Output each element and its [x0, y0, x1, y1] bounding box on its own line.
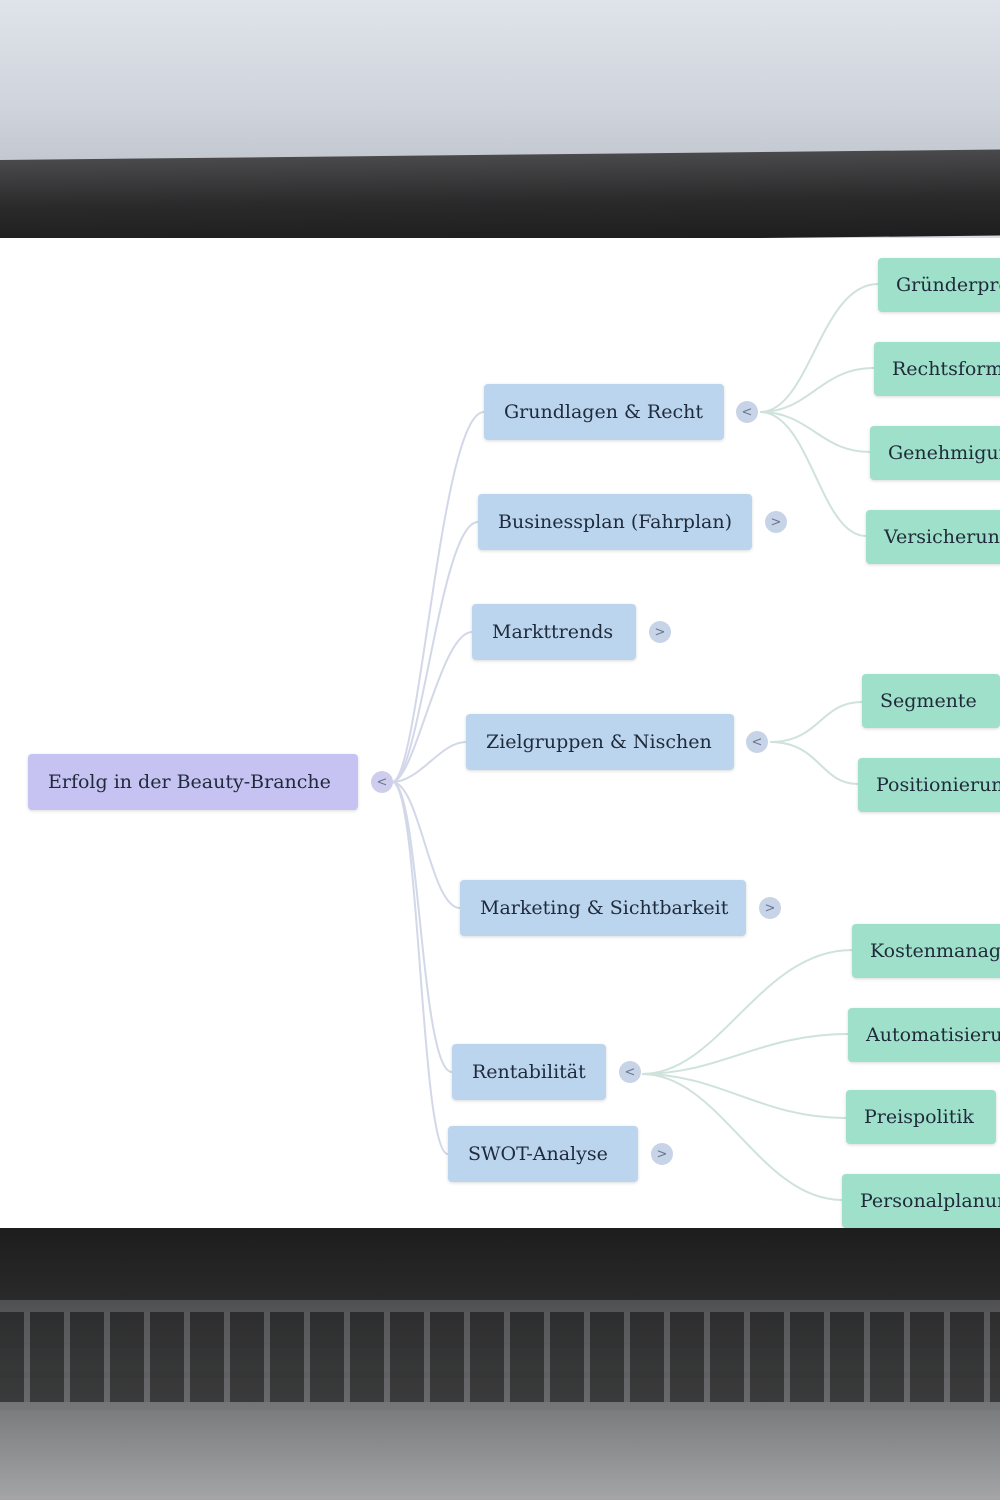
leaf-node[interactable]: Rechtsform	[874, 342, 1000, 396]
link-rent-personal	[641, 1073, 843, 1201]
link-rent-kosten	[641, 949, 853, 1075]
leaf-node-label: Positionierung	[876, 774, 1000, 796]
branch-node-grundlagen[interactable]: Grundlagen & Recht	[484, 384, 724, 440]
link-root-swot	[391, 781, 449, 1155]
laptop-top-bezel	[0, 149, 1000, 246]
branch-toggle-markttrends[interactable]: >	[649, 621, 671, 643]
leaf-node[interactable]: Kostenmanage	[852, 924, 1000, 978]
link-rent-automatisierung	[641, 1033, 849, 1075]
leaf-node-label: Automatisierun	[866, 1024, 1000, 1046]
leaf-node[interactable]: Preispolitik	[846, 1090, 996, 1144]
branch-node-label: SWOT-Analyse	[468, 1143, 608, 1165]
leaf-node-label: Personalplanun	[860, 1190, 1000, 1212]
branch-toggle-zielgruppen[interactable]: <	[746, 731, 768, 753]
branch-node-label: Markttrends	[492, 621, 614, 643]
laptop-palm-rest	[0, 1410, 1000, 1500]
branch-toggle-rentabilitaet[interactable]: <	[619, 1061, 641, 1083]
branch-node-label: Grundlagen & Recht	[504, 401, 703, 423]
branch-node-label: Rentabilität	[472, 1061, 586, 1083]
link-grundlagen-genehmigung	[759, 411, 871, 453]
branch-toggle-grundlagen[interactable]: <	[736, 401, 758, 423]
leaf-node-label: Versicherung	[884, 526, 1000, 548]
branch-node-rentabilitaet[interactable]: Rentabilität	[452, 1044, 606, 1100]
keyboard-keys	[0, 1312, 1000, 1402]
leaf-node[interactable]: Versicherung	[866, 510, 1000, 564]
leaf-node-label: Rechtsform	[892, 358, 1000, 380]
mindmap-screen: Erfolg in der Beauty-Branche < Grundlage…	[0, 238, 1000, 1230]
branch-toggle-businessplan[interactable]: >	[765, 511, 787, 533]
link-grundlagen-rechtsform	[759, 367, 875, 413]
link-root-businessplan	[391, 521, 479, 783]
leaf-node-label: Kostenmanage	[870, 940, 1000, 962]
link-grundlagen-gruender	[759, 283, 879, 413]
leaf-node-label: Preispolitik	[864, 1106, 974, 1128]
leaf-node[interactable]: Automatisierun	[848, 1008, 1000, 1062]
laptop-keyboard	[0, 1300, 1000, 1500]
branch-node-label: Businessplan (Fahrplan)	[498, 511, 733, 533]
link-zielgruppen-segmente	[769, 701, 863, 743]
link-zielgruppen-positionierung	[769, 741, 859, 785]
branch-node-label: Zielgruppen & Nischen	[486, 731, 712, 753]
link-root-zielgruppen	[391, 741, 467, 783]
leaf-node-label: Genehmigun	[888, 442, 1000, 464]
mindmap-links	[391, 283, 879, 1201]
branch-toggle-marketing[interactable]: >	[759, 897, 781, 919]
laptop-bottom-bezel	[0, 1228, 1000, 1308]
leaf-node[interactable]: Gründerpro	[878, 258, 1000, 312]
branch-node-label: Marketing & Sichtbarkeit	[480, 897, 729, 919]
leaf-node[interactable]: Genehmigun	[870, 426, 1000, 480]
branch-node-swot[interactable]: SWOT-Analyse	[448, 1126, 638, 1182]
leaf-node[interactable]: Segmente	[862, 674, 1000, 728]
branch-node-marketing[interactable]: Marketing & Sichtbarkeit	[460, 880, 746, 936]
branch-node-zielgruppen[interactable]: Zielgruppen & Nischen	[466, 714, 734, 770]
link-root-grundlagen	[391, 411, 485, 783]
background-wall	[0, 0, 1000, 180]
root-node-label: Erfolg in der Beauty-Branche	[48, 771, 331, 793]
link-root-rentabilitaet	[391, 781, 453, 1073]
branch-node-businessplan[interactable]: Businessplan (Fahrplan)	[478, 494, 752, 550]
link-grundlagen-versicherung	[759, 411, 867, 537]
link-root-markttrends	[391, 631, 473, 783]
root-collapse-toggle[interactable]: <	[371, 771, 393, 793]
link-root-marketing	[391, 781, 461, 909]
leaf-node[interactable]: Positionierung	[858, 758, 1000, 812]
branch-node-markttrends[interactable]: Markttrends	[472, 604, 636, 660]
branch-toggle-swot[interactable]: >	[651, 1143, 673, 1165]
leaf-node[interactable]: Personalplanun	[842, 1174, 1000, 1228]
root-node[interactable]: Erfolg in der Beauty-Branche	[28, 754, 358, 810]
leaf-node-label: Gründerpro	[896, 274, 1000, 296]
link-rent-preispolitik	[641, 1073, 847, 1119]
leaf-node-label: Segmente	[880, 690, 977, 712]
